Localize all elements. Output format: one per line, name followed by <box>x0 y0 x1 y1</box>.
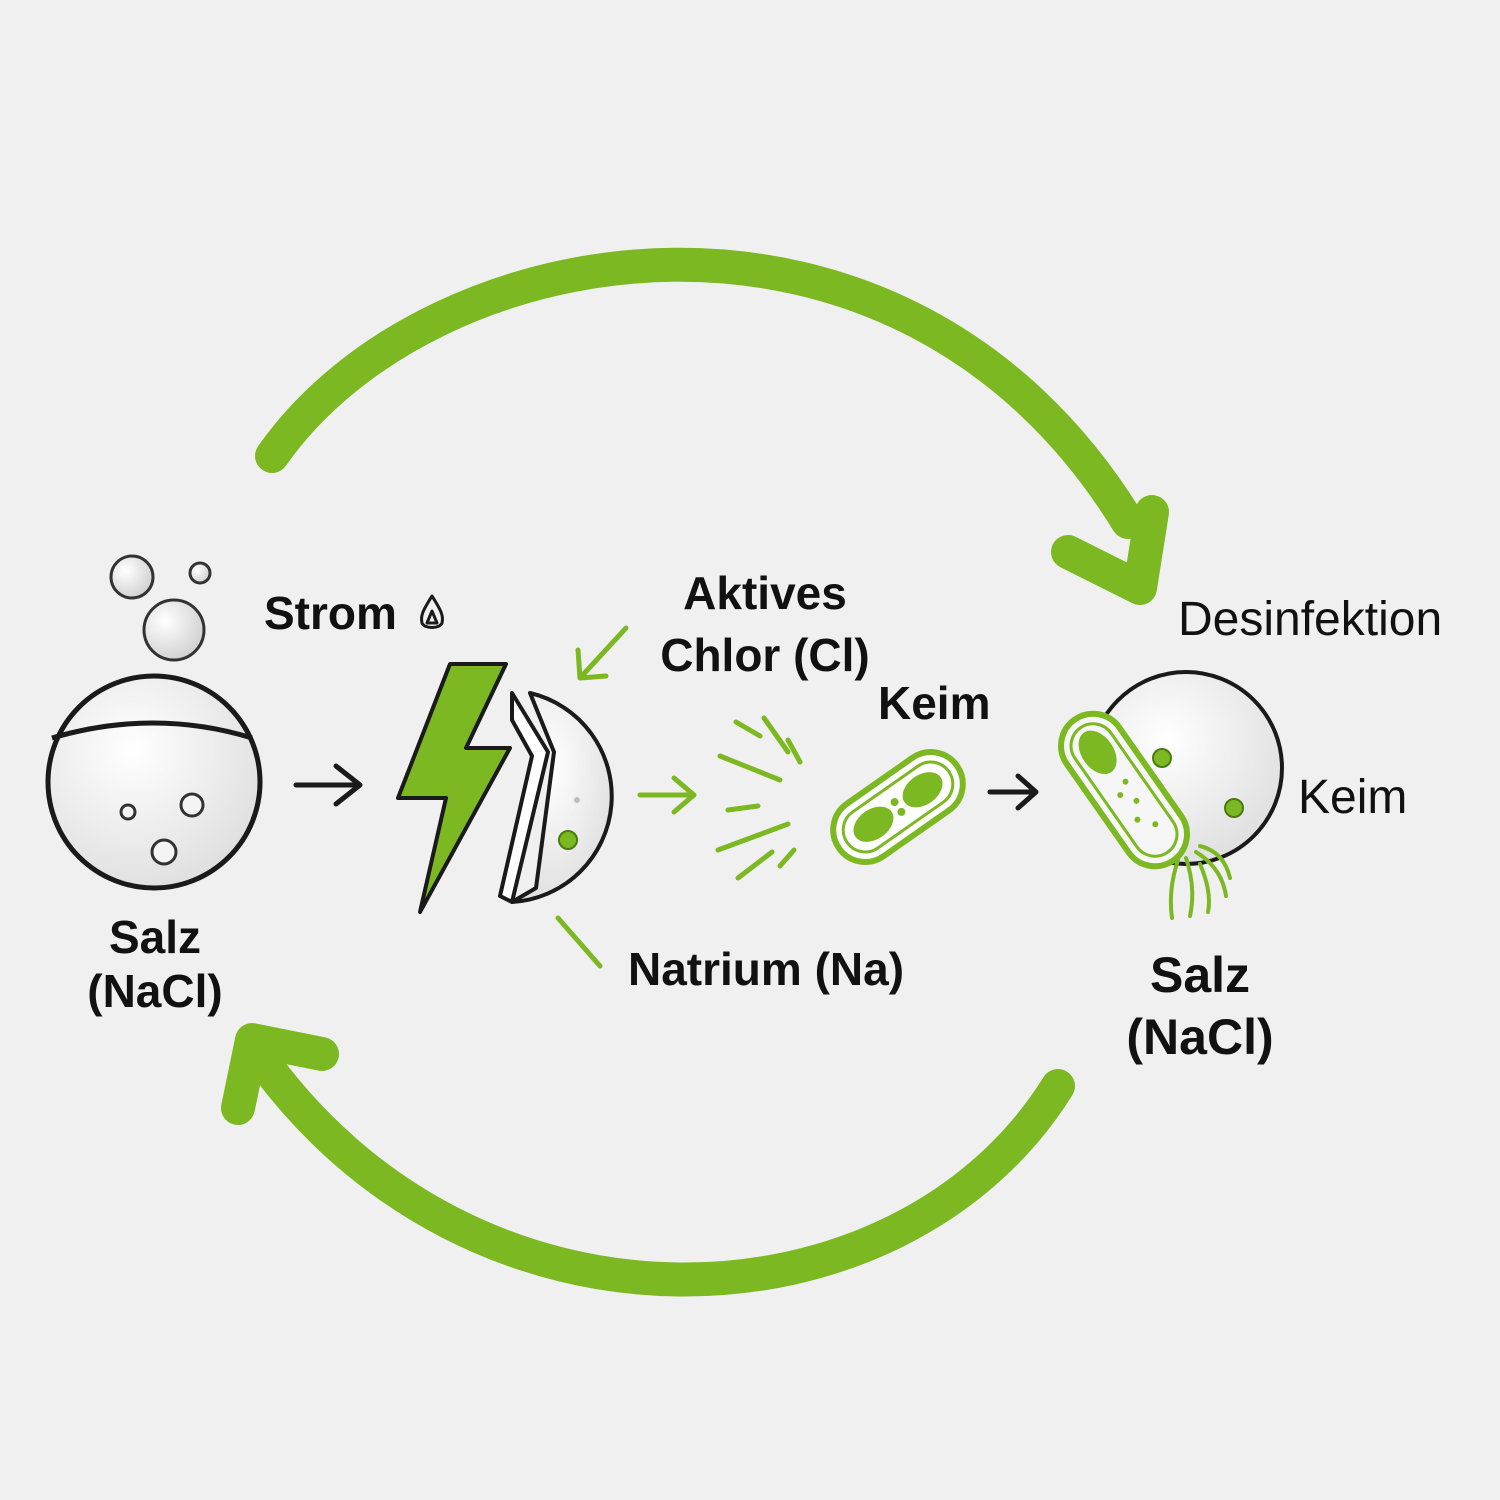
strom-text: Strom <box>264 587 397 639</box>
bubbles-icon <box>109 554 212 662</box>
sodium-label: Natrium (Na) <box>628 943 905 995</box>
process-arrow-2 <box>637 775 697 815</box>
salt-flask-icon <box>45 673 263 891</box>
desinfektion-label: Desinfektion <box>1178 593 1443 646</box>
flame-icon <box>419 594 444 629</box>
salt-left-formula: (NaCl) <box>87 965 223 1017</box>
disinfected-sphere-icon <box>1058 670 1284 920</box>
salt-label-right: Salz (NaCl) <box>1100 944 1300 1068</box>
keim-label-top: Keim <box>878 677 991 729</box>
salt-label-left: Salz (NaCl) <box>60 910 250 1018</box>
active-chlorine-line1: Aktives <box>683 567 847 619</box>
strom-label: Strom <box>264 590 448 636</box>
bacterium-icon <box>830 749 966 865</box>
process-arrow-3 <box>987 773 1039 811</box>
electrode-icon <box>498 691 614 904</box>
active-chlorine-label: Aktives Chlor (Cl) <box>640 562 890 686</box>
process-arrow-1 <box>293 763 363 807</box>
cycle-arrow-top <box>255 247 1169 605</box>
sodium-pointer <box>555 915 603 969</box>
chlorine-pointer <box>575 625 629 681</box>
keim-label-right: Keim <box>1298 771 1408 824</box>
salt-right-name: Salz <box>1149 947 1251 1003</box>
burst-icon <box>715 715 803 881</box>
salt-right-formula: (NaCl) <box>1126 1009 1274 1065</box>
active-chlorine-line2: Chlor (Cl) <box>660 629 870 681</box>
lightning-icon <box>396 662 512 914</box>
salt-left-name: Salz <box>108 911 202 963</box>
cycle-arrow-bottom <box>221 1023 1075 1297</box>
